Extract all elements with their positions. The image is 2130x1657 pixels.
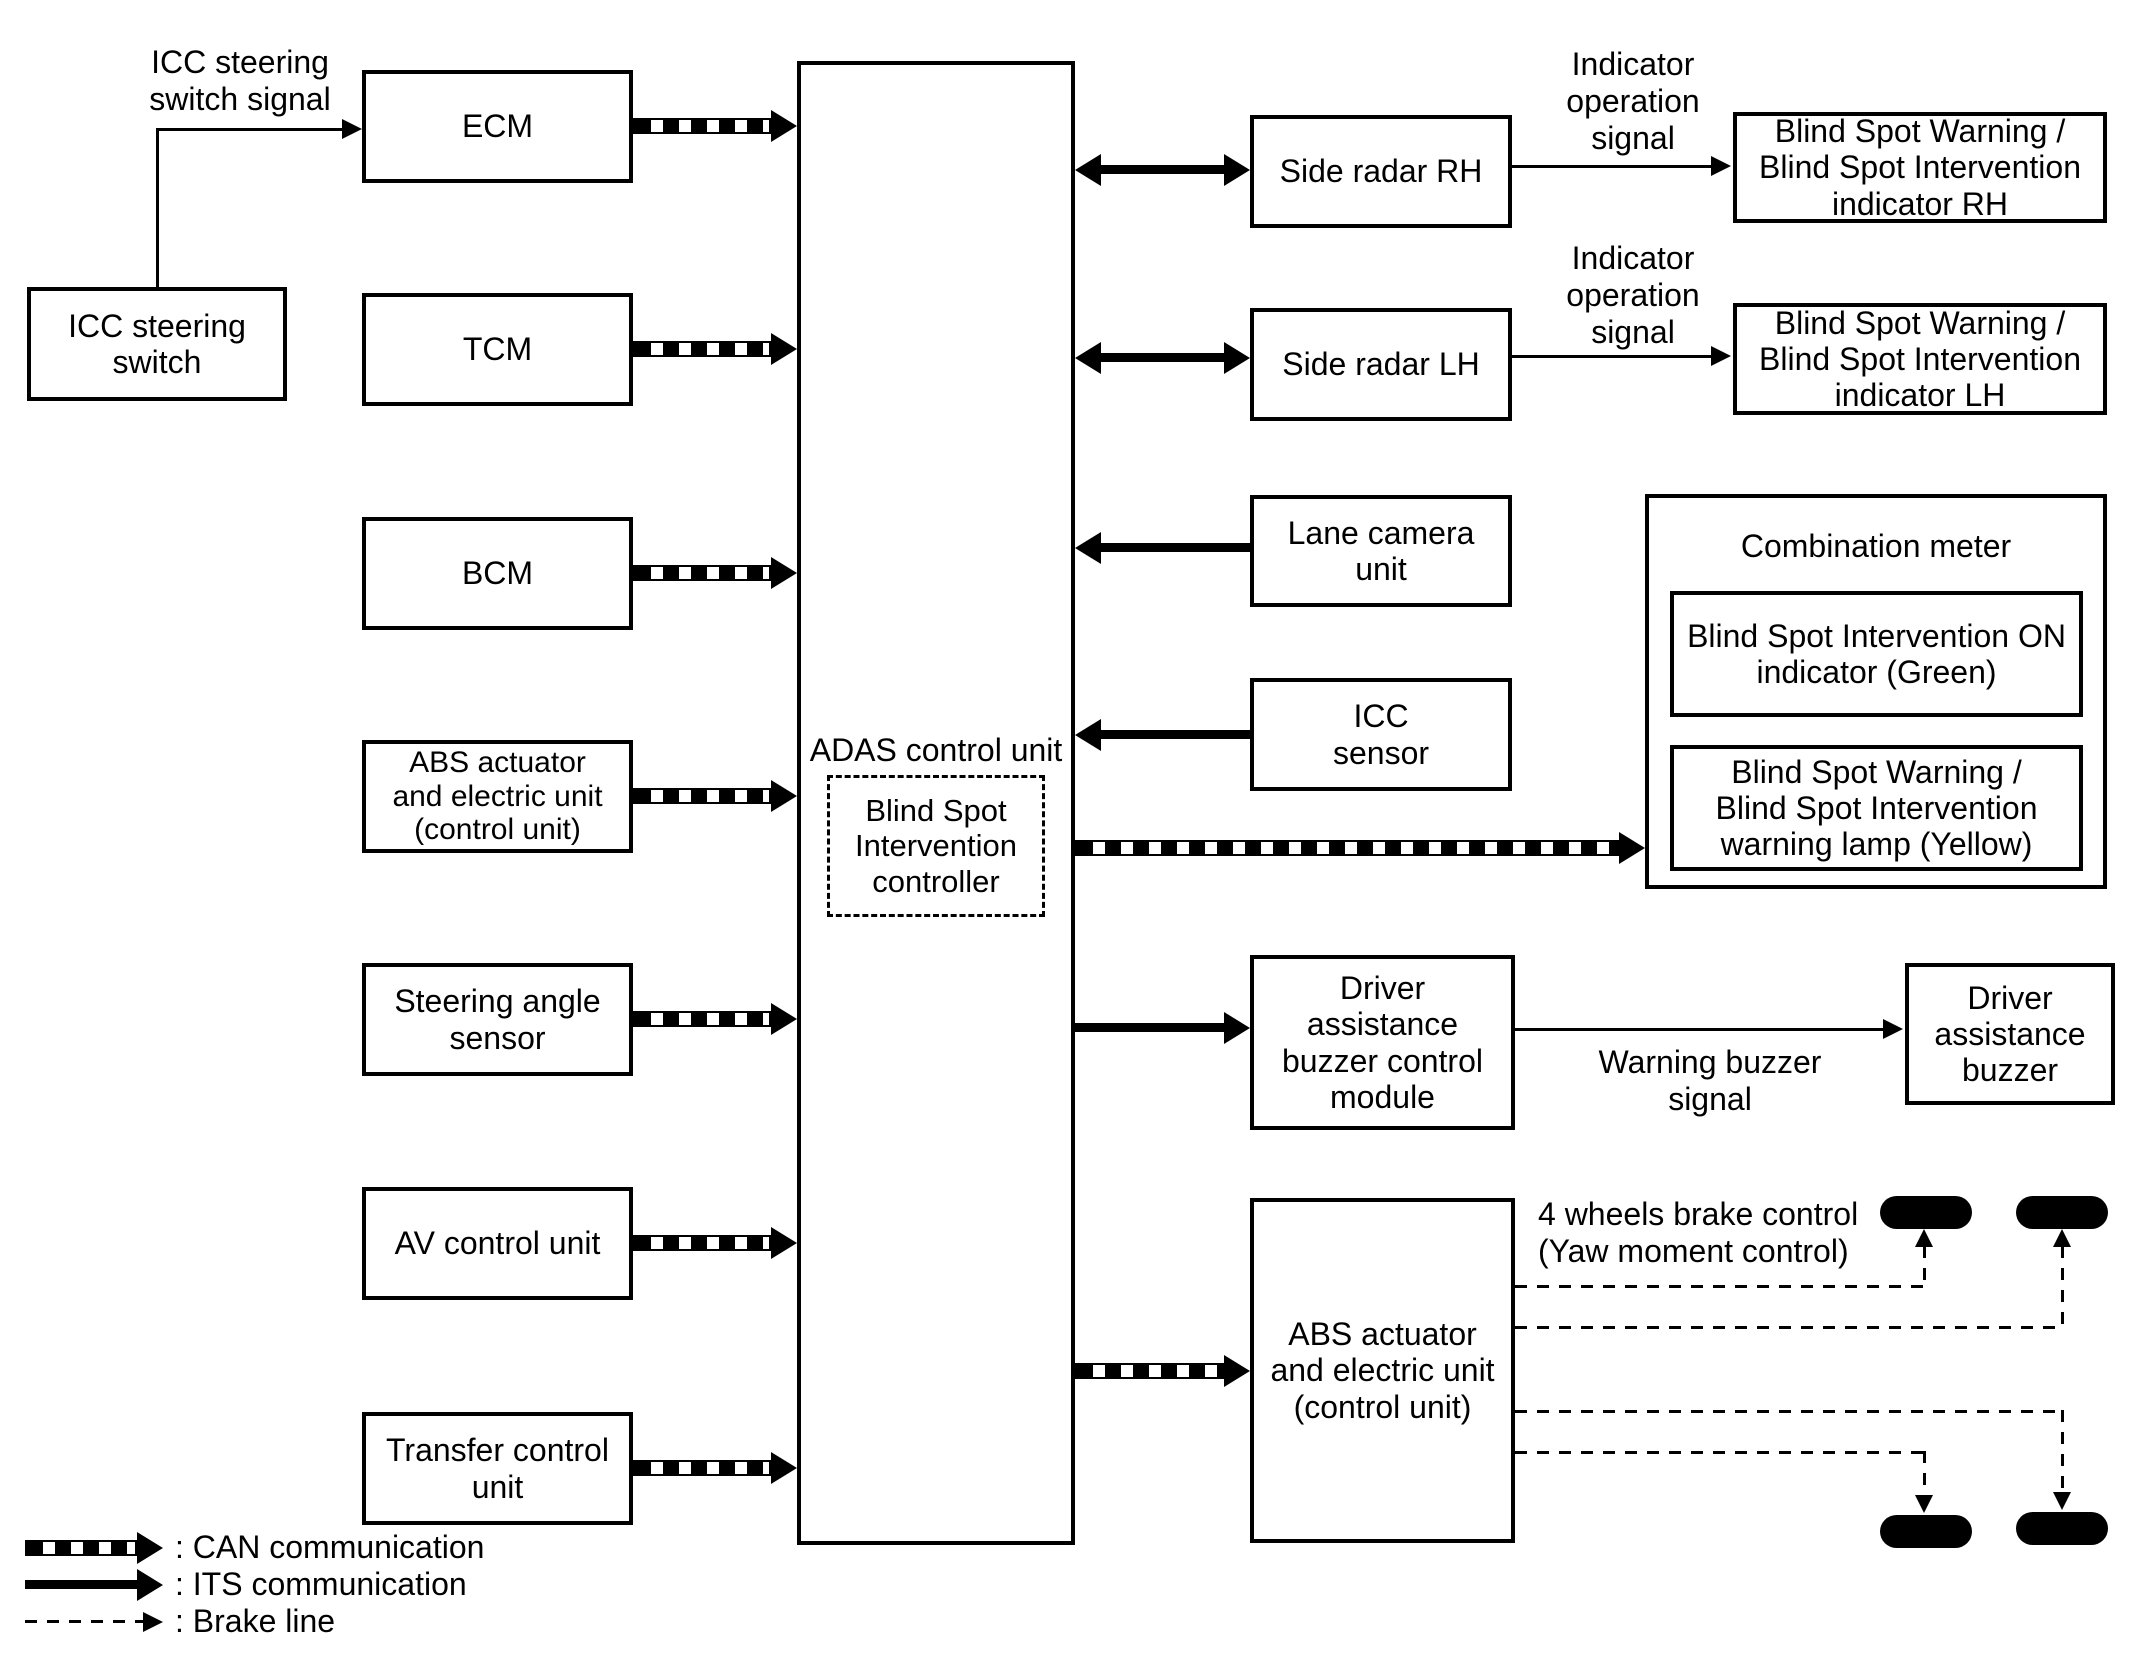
can-arrow-abs-left-head-icon [771, 780, 797, 812]
indicator-signal-rh-line [1512, 165, 1713, 168]
box-buzzer-control-module: Driver assistance buzzer control module [1250, 955, 1515, 1130]
its-arrow-side-radar-rh-left-head-icon [1075, 154, 1101, 186]
its-arrow-lane-camera [1101, 543, 1250, 552]
box-icc-steering-switch: ICC steering switch [27, 287, 287, 401]
can-arrow-ecm [633, 118, 771, 134]
brake-line-3-head-icon [2053, 1492, 2071, 1510]
box-side-radar-lh: Side radar LH [1250, 308, 1512, 421]
legend-can-arrow-icon [25, 1540, 137, 1556]
can-arrow-bcm [633, 565, 771, 581]
legend-can-label: : CAN communication [175, 1529, 485, 1565]
its-arrow-side-radar-rh-right-head-icon [1224, 154, 1250, 186]
brake-line-4-horizontal [1515, 1451, 1927, 1454]
legend-brake-line-icon [25, 1620, 143, 1623]
its-arrow-side-radar-lh-left-head-icon [1075, 342, 1101, 374]
can-arrow-steering-angle-sensor [633, 1011, 771, 1027]
can-arrow-av-control-unit [633, 1235, 771, 1251]
box-abs-actuator-left: ABS actuator and electric unit (control … [362, 740, 633, 853]
combination-meter-title: Combination meter [1740, 528, 2012, 564]
brake-line-2-head-icon [2053, 1229, 2071, 1247]
brake-line-2-horizontal [1515, 1326, 2064, 1329]
its-arrow-lane-camera-head-icon [1075, 532, 1101, 564]
box-abs-actuator-right: ABS actuator and electric unit (control … [1250, 1198, 1515, 1543]
box-bsi-on-indicator: Blind Spot Intervention ON indicator (Gr… [1670, 591, 2083, 717]
indicator-signal-rh-head-icon [1711, 156, 1731, 176]
wheel-rear-left-icon [1880, 1515, 1972, 1548]
brake-line-4-vertical [1923, 1451, 1926, 1495]
legend-can-arrow-head-icon [137, 1532, 163, 1564]
box-ecm: ECM [362, 70, 633, 183]
its-arrow-buzzer-module [1075, 1023, 1224, 1032]
its-arrow-side-radar-rh [1101, 165, 1224, 174]
wheel-front-right-icon [2016, 1196, 2108, 1229]
can-arrow-transfer-control-unit [633, 1460, 771, 1476]
its-arrow-buzzer-module-head-icon [1224, 1012, 1250, 1044]
box-bsw-indicator-lh: Blind Spot Warning / Blind Spot Interven… [1733, 303, 2107, 415]
icc-switch-line-vertical [156, 128, 159, 287]
wheel-front-left-icon [1880, 1196, 1972, 1229]
legend-its-arrow-head-icon [137, 1569, 163, 1601]
can-arrow-tcm [633, 341, 771, 357]
box-bsw-indicator-rh: Blind Spot Warning / Blind Spot Interven… [1733, 112, 2107, 223]
indicator-signal-lh-line [1512, 355, 1713, 358]
legend-its-label: : ITS communication [175, 1566, 467, 1602]
box-bcm: BCM [362, 517, 633, 630]
brake-line-3-horizontal [1515, 1410, 2064, 1413]
legend-brake-head-icon [143, 1612, 163, 1632]
box-bsw-warning-lamp: Blind Spot Warning / Blind Spot Interven… [1670, 745, 2083, 871]
box-icc-sensor: ICC sensor [1250, 678, 1512, 791]
box-driver-assistance-buzzer: Driver assistance buzzer [1905, 963, 2115, 1105]
can-arrow-combination-meter-head-icon [1619, 832, 1645, 864]
can-arrow-abs-right-head-icon [1224, 1355, 1250, 1387]
warning-buzzer-signal-line [1515, 1028, 1885, 1031]
icc-steering-switch-signal-label: ICC steering switch signal [149, 44, 331, 117]
brake-line-3-vertical [2061, 1410, 2064, 1492]
can-arrow-steering-angle-sensor-head-icon [771, 1003, 797, 1035]
four-wheels-brake-control-label: 4 wheels brake control (Yaw moment contr… [1538, 1196, 1859, 1269]
can-arrow-tcm-head-icon [771, 333, 797, 365]
its-arrow-side-radar-lh [1101, 353, 1224, 362]
can-arrow-abs-right [1075, 1363, 1224, 1379]
icc-switch-line-horizontal [156, 128, 344, 131]
brake-line-1-head-icon [1915, 1229, 1933, 1247]
brake-line-1-horizontal [1515, 1285, 1927, 1288]
warning-buzzer-signal-label: Warning buzzer signal [1598, 1044, 1822, 1117]
legend-brake-label: : Brake line [175, 1603, 336, 1639]
can-arrow-ecm-head-icon [771, 110, 797, 142]
brake-line-1-vertical [1923, 1246, 1926, 1288]
indicator-operation-signal-rh-label: Indicator operation signal [1566, 46, 1700, 156]
its-arrow-icc-sensor-head-icon [1075, 719, 1101, 751]
indicator-operation-signal-lh-label: Indicator operation signal [1566, 240, 1700, 350]
indicator-signal-lh-head-icon [1711, 346, 1731, 366]
brake-line-2-vertical [2061, 1246, 2064, 1329]
icc-switch-arrowhead-icon [342, 119, 362, 139]
brake-line-4-head-icon [1915, 1495, 1933, 1513]
can-arrow-bcm-head-icon [771, 557, 797, 589]
can-arrow-av-control-unit-head-icon [771, 1227, 797, 1259]
wheel-rear-right-icon [2016, 1512, 2108, 1545]
can-arrow-transfer-control-unit-head-icon [771, 1452, 797, 1484]
warning-buzzer-signal-head-icon [1883, 1019, 1903, 1039]
can-arrow-abs-left [633, 788, 771, 804]
box-lane-camera-unit: Lane camera unit [1250, 495, 1512, 607]
box-side-radar-rh: Side radar RH [1250, 115, 1512, 228]
box-tcm: TCM [362, 293, 633, 406]
its-arrow-icc-sensor [1101, 730, 1250, 739]
adas-control-unit-label: ADAS control unit [809, 732, 1063, 768]
box-transfer-control-unit: Transfer control unit [362, 1412, 633, 1525]
box-av-control-unit: AV control unit [362, 1187, 633, 1300]
legend-its-arrow-icon [25, 1580, 137, 1589]
can-arrow-combination-meter [1075, 840, 1619, 856]
its-arrow-side-radar-lh-right-head-icon [1224, 342, 1250, 374]
box-blind-spot-intervention-controller: Blind Spot Intervention controller [827, 775, 1045, 917]
box-steering-angle-sensor: Steering angle sensor [362, 963, 633, 1076]
